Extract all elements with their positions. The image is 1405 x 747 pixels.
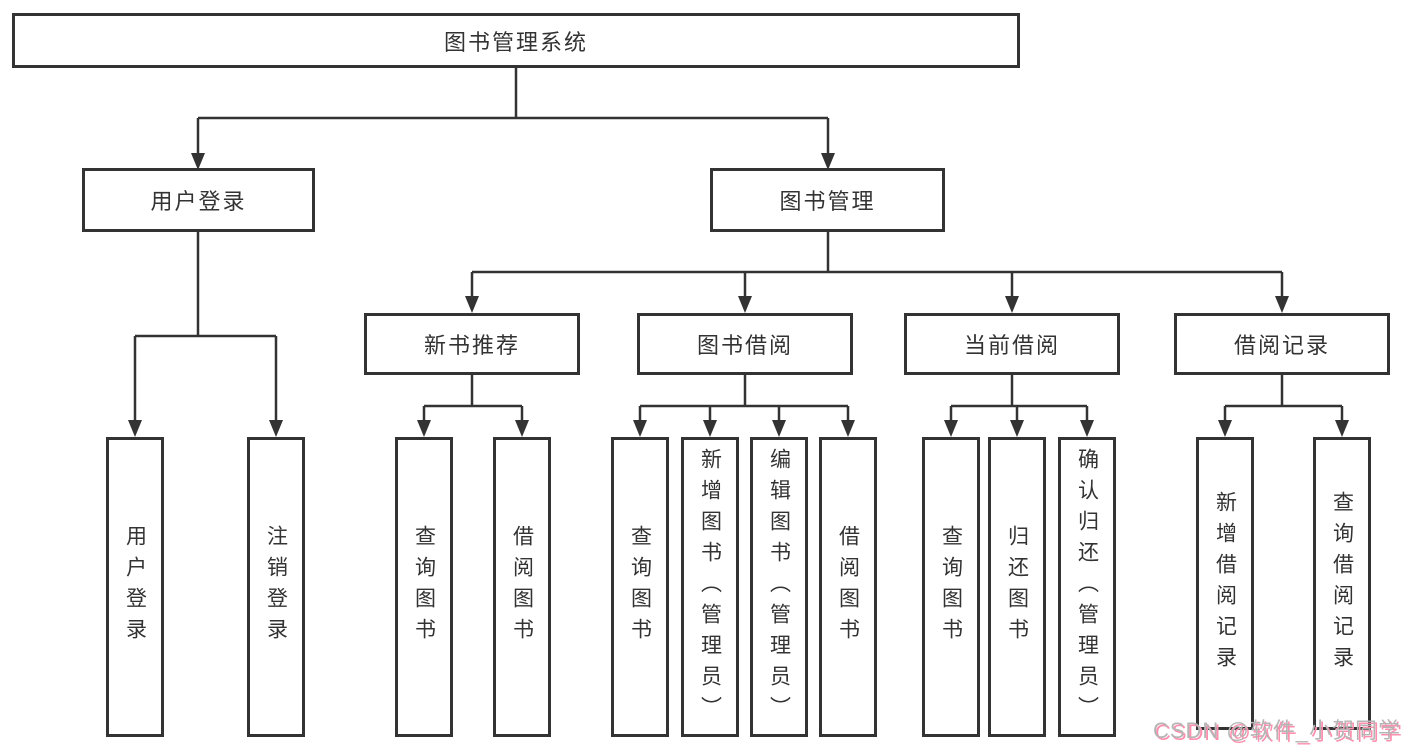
node-leaf-confirm-return-admin: 确认归还（管理员） — [1058, 437, 1116, 737]
node-root-system-label: 图书管理系统 — [443, 29, 588, 55]
node-leaf-borrow-book-1-label: 借阅图书 — [510, 525, 534, 649]
node-leaf-return-book-label: 归还图书 — [1005, 525, 1029, 649]
node-leaf-borrow-book-2-label: 借阅图书 — [836, 525, 860, 649]
node-user-login: 用户登录 — [82, 168, 315, 232]
node-leaf-query-borrow-record: 查询借阅记录 — [1313, 437, 1371, 730]
node-leaf-edit-book-admin: 编辑图书（管理员） — [750, 437, 808, 737]
node-new-book-recommend: 新书推荐 — [364, 313, 580, 375]
connector-borrow-records-to-leaves — [1218, 375, 1349, 437]
node-leaf-add-borrow-record: 新增借阅记录 — [1196, 437, 1254, 730]
connector-current-borrow-to-leaves — [944, 375, 1094, 437]
connector-new-book-rec-to-leaves — [417, 375, 529, 437]
node-new-book-recommend-label: 新书推荐 — [423, 333, 520, 358]
node-leaf-borrow-book-1: 借阅图书 — [493, 437, 551, 737]
node-root-system: 图书管理系统 — [12, 13, 1020, 68]
node-book-borrow: 图书借阅 — [637, 313, 853, 375]
node-leaf-query-borrow-record-label: 查询借阅记录 — [1330, 490, 1354, 677]
node-leaf-user-login: 用户登录 — [106, 437, 164, 737]
node-book-borrow-label: 图书借阅 — [696, 333, 793, 358]
node-leaf-logout: 注销登录 — [247, 437, 305, 737]
connector-user-login-to-leaves — [128, 232, 283, 437]
node-leaf-query-book-2: 查询图书 — [611, 437, 669, 737]
node-leaf-query-book-2-label: 查询图书 — [628, 525, 652, 649]
node-leaf-query-book-1: 查询图书 — [395, 437, 453, 737]
node-leaf-return-book: 归还图书 — [988, 437, 1046, 737]
node-leaf-add-borrow-record-label: 新增借阅记录 — [1213, 490, 1237, 677]
node-borrow-records: 借阅记录 — [1174, 313, 1390, 375]
node-leaf-query-book-3: 查询图书 — [922, 437, 980, 737]
node-leaf-user-login-label: 用户登录 — [123, 525, 147, 649]
node-borrow-records-label: 借阅记录 — [1233, 333, 1330, 358]
connector-root-to-level2 — [191, 68, 835, 170]
node-current-borrow-label: 当前借阅 — [963, 333, 1060, 358]
node-leaf-logout-label: 注销登录 — [264, 525, 288, 649]
node-book-management: 图书管理 — [710, 168, 945, 232]
connector-book-mgmt-to-level3 — [465, 232, 1289, 313]
node-leaf-add-book-admin: 新增图书（管理员） — [681, 437, 739, 737]
connector-book-borrow-to-leaves — [633, 375, 855, 437]
node-leaf-confirm-return-admin-label: 确认归还（管理员） — [1075, 447, 1099, 727]
node-leaf-edit-book-admin-label: 编辑图书（管理员） — [767, 447, 791, 727]
node-leaf-query-book-1-label: 查询图书 — [412, 525, 436, 649]
watermark: CSDN @软件_小贺同学 — [1152, 718, 1401, 743]
node-leaf-query-book-3-label: 查询图书 — [939, 525, 963, 649]
node-current-borrow: 当前借阅 — [904, 313, 1120, 375]
node-leaf-borrow-book-2: 借阅图书 — [819, 437, 877, 737]
node-book-management-label: 图书管理 — [779, 189, 876, 214]
node-leaf-add-book-admin-label: 新增图书（管理员） — [698, 447, 722, 727]
node-user-login-label: 用户登录 — [150, 189, 247, 214]
